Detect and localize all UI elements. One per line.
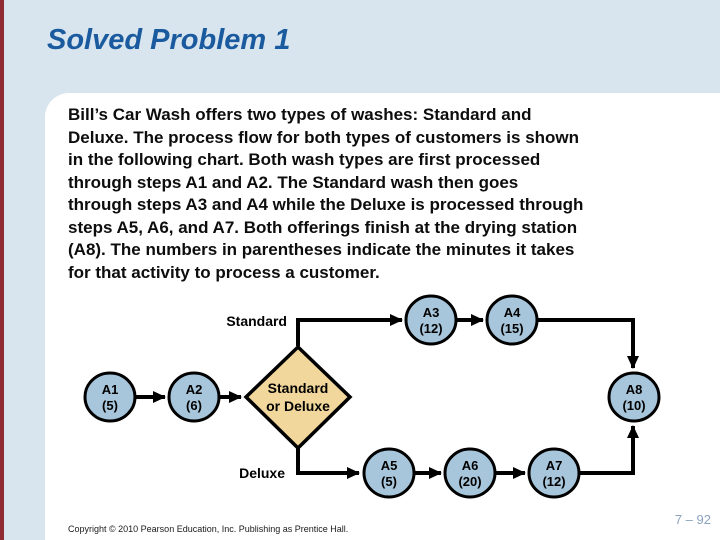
process-node-a3: A3 (12) bbox=[404, 294, 458, 346]
process-node-a7: A7 (12) bbox=[527, 447, 581, 499]
node-time: (5) bbox=[381, 474, 397, 489]
node-name: A3 bbox=[423, 305, 440, 320]
body-line: for that activity to process a customer. bbox=[68, 262, 380, 282]
process-node-a8: A8 (10) bbox=[607, 371, 661, 423]
page-number: 7 – 92 bbox=[674, 512, 711, 527]
node-name: A2 bbox=[186, 382, 203, 397]
deluxe-branch-label: Deluxe bbox=[239, 465, 285, 481]
process-node-a4: A4 (15) bbox=[485, 294, 539, 346]
process-node-a1: A1 (5) bbox=[83, 371, 137, 423]
flow-arrow-deluxe-branch bbox=[296, 448, 360, 479]
node-name: A1 bbox=[102, 382, 119, 397]
left-accent-bar bbox=[0, 0, 4, 540]
body-line: in the following chart. Both wash types … bbox=[68, 150, 541, 169]
node-name: A7 bbox=[546, 458, 563, 473]
node-time: (10) bbox=[622, 398, 645, 413]
flow-arrow-a4-a8 bbox=[538, 318, 639, 369]
body-line: through steps A3 and A4 while the Deluxe… bbox=[68, 195, 584, 214]
node-shape bbox=[362, 447, 416, 499]
flow-arrow-a7-a8 bbox=[580, 425, 639, 475]
node-time: (15) bbox=[500, 321, 523, 336]
body-line: (A8). The numbers in parentheses indicat… bbox=[68, 240, 575, 259]
standard-branch-label: Standard bbox=[226, 313, 287, 329]
problem-description: Bill’s Car Wash offers two types of wash… bbox=[68, 104, 708, 284]
node-shape bbox=[485, 294, 539, 346]
decision-label-line1: Standard bbox=[268, 380, 329, 396]
node-shape bbox=[607, 371, 661, 423]
decision-diamond: Standard or Deluxe bbox=[243, 344, 353, 451]
body-line: through steps A1 and A2. The Standard wa… bbox=[68, 172, 519, 192]
node-time: (20) bbox=[458, 474, 481, 489]
node-shape bbox=[527, 447, 581, 499]
node-name: A4 bbox=[504, 305, 521, 320]
body-line: Bill’s Car Wash offers two types of wash… bbox=[68, 105, 532, 124]
copyright-text: Copyright © 2010 Pearson Education, Inc.… bbox=[68, 524, 349, 534]
node-name: A8 bbox=[626, 382, 643, 397]
node-shape bbox=[83, 371, 137, 423]
node-time: (6) bbox=[186, 398, 202, 413]
slide-title: Solved Problem 1 bbox=[47, 24, 291, 56]
decision-label-line2: or Deluxe bbox=[266, 398, 330, 414]
node-shape bbox=[167, 371, 221, 423]
process-node-a2: A2 (6) bbox=[167, 371, 221, 423]
decision-diamond-shape bbox=[243, 344, 353, 451]
process-node-a5: A5 (5) bbox=[362, 447, 416, 499]
node-name: A6 bbox=[462, 458, 479, 473]
node-time: (12) bbox=[419, 321, 442, 336]
node-shape bbox=[404, 294, 458, 346]
node-time: (12) bbox=[542, 474, 565, 489]
flow-arrow-standard-branch bbox=[296, 314, 403, 346]
body-line: Deluxe. The process flow for both types … bbox=[68, 127, 580, 147]
body-line: steps A5, A6, and A7. Both offerings fin… bbox=[68, 217, 578, 237]
node-shape bbox=[443, 447, 497, 499]
process-node-a6: A6 (20) bbox=[443, 447, 497, 499]
node-time: (5) bbox=[102, 398, 118, 413]
node-name: A5 bbox=[381, 458, 398, 473]
